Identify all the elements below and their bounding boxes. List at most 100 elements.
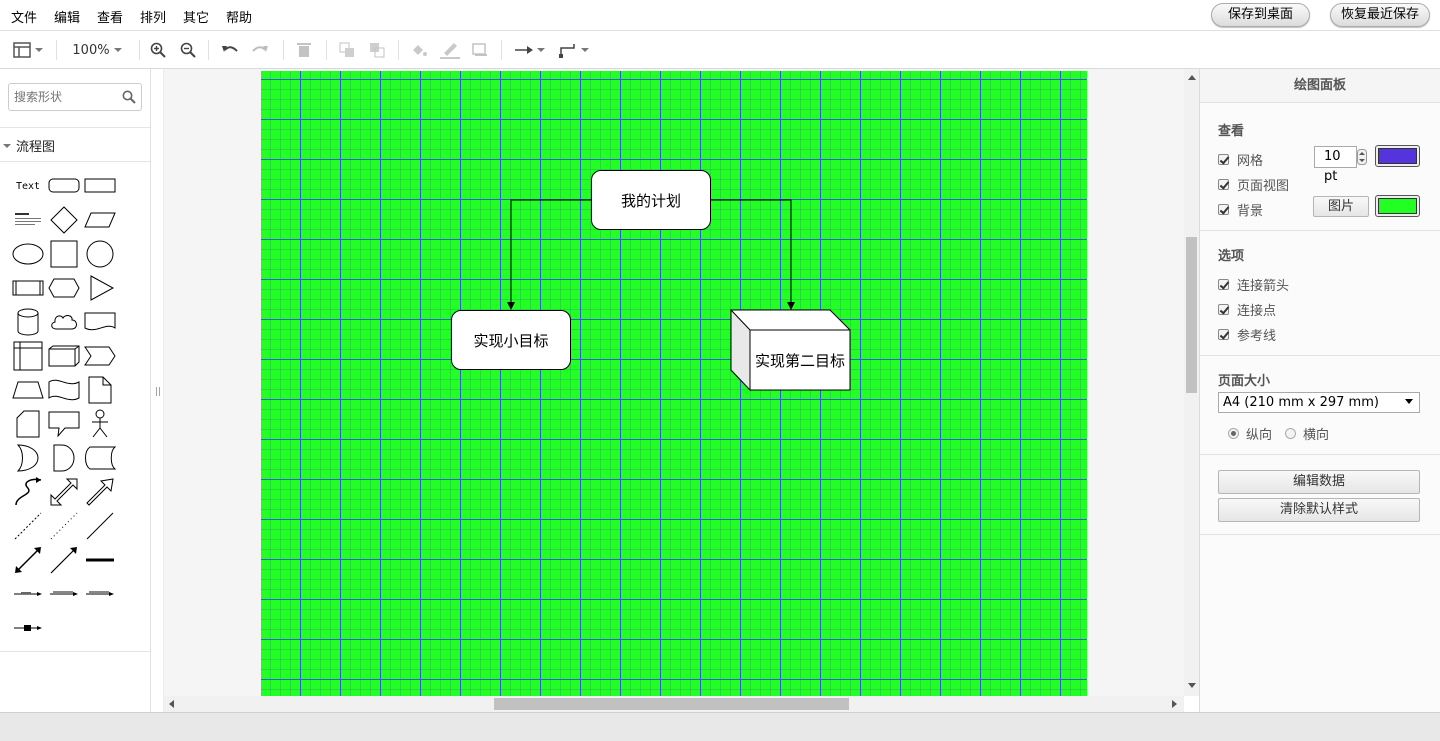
connection-style-button[interactable] xyxy=(512,40,548,60)
shape-text[interactable]: Text xyxy=(10,169,46,203)
shape-ellipse[interactable] xyxy=(10,237,46,271)
grid-size-spinner[interactable] xyxy=(1357,149,1367,165)
scroll-up-icon[interactable] xyxy=(1188,75,1196,80)
shape-labeled-connector[interactable] xyxy=(10,577,46,611)
shape-tape[interactable] xyxy=(46,373,82,407)
shadow-button[interactable] xyxy=(470,40,490,60)
search-icon[interactable] xyxy=(122,90,136,104)
to-back-button[interactable] xyxy=(367,40,387,60)
scroll-right-icon[interactable] xyxy=(1172,700,1177,708)
shape-bidirectional-arrow[interactable] xyxy=(46,475,82,509)
shape-dashed-line[interactable] xyxy=(10,509,46,543)
shape-parallelogram[interactable] xyxy=(82,203,118,237)
shape-process[interactable] xyxy=(10,271,46,305)
guides-checkbox[interactable] xyxy=(1218,329,1229,340)
vertical-scrollbar[interactable] xyxy=(1184,69,1199,696)
to-front-button[interactable] xyxy=(337,40,357,60)
grid-size-input[interactable]: 10 pt xyxy=(1314,146,1357,184)
connector-to-left[interactable] xyxy=(510,199,591,303)
restore-recent-button[interactable]: 恢复最近保存 xyxy=(1330,3,1430,27)
delete-button[interactable] xyxy=(294,40,314,60)
shape-internal-storage[interactable] xyxy=(10,339,46,373)
grid-color-swatch[interactable] xyxy=(1375,145,1420,167)
page-view-option[interactable]: 页面视图 xyxy=(1218,175,1289,194)
waypoints-button[interactable] xyxy=(556,40,592,60)
background-checkbox[interactable] xyxy=(1218,204,1229,215)
shape-note[interactable] xyxy=(82,373,118,407)
node-second-goal[interactable]: 实现第二目标 xyxy=(754,351,845,370)
shape-step[interactable] xyxy=(82,339,118,373)
connection-points-checkbox[interactable] xyxy=(1218,304,1229,315)
zoom-in-button[interactable] xyxy=(148,40,168,60)
menu-view[interactable]: 查看 xyxy=(97,11,124,26)
background-image-button[interactable]: 图片 xyxy=(1313,196,1369,217)
shape-cube[interactable] xyxy=(46,339,82,373)
shape-actor[interactable] xyxy=(82,407,118,441)
connection-points-option[interactable]: 连接点 xyxy=(1218,300,1276,319)
shape-curve[interactable] xyxy=(10,475,46,509)
shape-connector-with-symbol[interactable] xyxy=(10,611,46,645)
shape-triangle[interactable] xyxy=(82,271,118,305)
shape-data-storage[interactable] xyxy=(82,441,118,475)
page-size-select[interactable]: A4 (210 mm x 297 mm) xyxy=(1218,392,1420,413)
landscape-radio[interactable] xyxy=(1285,428,1296,439)
horizontal-scrollbar[interactable] xyxy=(164,696,1184,712)
diagram-canvas[interactable]: 我的计划 实现小目标 实现第二目标 xyxy=(164,69,1184,696)
shape-thick-line[interactable] xyxy=(82,543,118,577)
flowchart-section-header[interactable]: 流程图 xyxy=(3,136,55,155)
cube-node-shape[interactable] xyxy=(730,308,851,392)
scroll-down-icon[interactable] xyxy=(1188,683,1196,688)
guides-option[interactable]: 参考线 xyxy=(1218,325,1276,344)
vertical-scroll-thumb[interactable] xyxy=(1186,237,1197,393)
save-to-desktop-button[interactable]: 保存到桌面 xyxy=(1211,3,1310,27)
line-color-button[interactable] xyxy=(438,40,462,60)
shape-circle[interactable] xyxy=(82,237,118,271)
background-color-swatch[interactable] xyxy=(1375,195,1420,217)
zoom-select[interactable]: 100% xyxy=(68,40,126,60)
shape-dotted-line[interactable] xyxy=(46,509,82,543)
sidebar-splitter[interactable]: || xyxy=(151,69,164,712)
shape-directional-connector[interactable] xyxy=(46,543,82,577)
search-input[interactable] xyxy=(14,88,114,106)
shape-labeled-connector-3[interactable] xyxy=(82,577,118,611)
portrait-radio[interactable] xyxy=(1228,428,1239,439)
shape-bidirectional-connector[interactable] xyxy=(10,543,46,577)
portrait-option[interactable]: 纵向 xyxy=(1228,424,1272,443)
menu-file[interactable]: 文件 xyxy=(11,11,38,26)
shape-cylinder[interactable] xyxy=(10,305,46,339)
menu-extras[interactable]: 其它 xyxy=(183,11,210,26)
shape-arrow[interactable] xyxy=(82,475,118,509)
shape-or[interactable] xyxy=(10,441,46,475)
node-small-goal[interactable]: 实现小目标 xyxy=(451,310,571,370)
menu-help[interactable]: 帮助 xyxy=(226,11,253,26)
shape-rectangle[interactable] xyxy=(82,169,118,203)
landscape-option[interactable]: 横向 xyxy=(1285,424,1329,443)
connection-arrows-checkbox[interactable] xyxy=(1218,279,1229,290)
undo-button[interactable] xyxy=(220,40,240,60)
shape-delay[interactable] xyxy=(46,441,82,475)
menu-arrange[interactable]: 排列 xyxy=(140,11,167,26)
zoom-out-button[interactable] xyxy=(178,40,198,60)
view-panels-button[interactable] xyxy=(10,40,46,60)
shape-document[interactable] xyxy=(82,305,118,339)
node-my-plan[interactable]: 我的计划 xyxy=(591,170,711,230)
shape-textbox[interactable] xyxy=(10,203,46,237)
fill-color-button[interactable] xyxy=(409,40,429,60)
shape-card[interactable] xyxy=(10,407,46,441)
shape-hexagon[interactable] xyxy=(46,271,82,305)
edit-data-button[interactable]: 编辑数据 xyxy=(1218,470,1420,494)
shape-trapezoid[interactable] xyxy=(10,373,46,407)
shape-cloud[interactable] xyxy=(46,305,82,339)
diagram-page[interactable]: 我的计划 实现小目标 实现第二目标 xyxy=(261,71,1087,696)
connection-arrows-option[interactable]: 连接箭头 xyxy=(1218,275,1289,294)
page-view-checkbox[interactable] xyxy=(1218,179,1229,190)
shape-labeled-connector-2[interactable] xyxy=(46,577,82,611)
grid-option[interactable]: 网格 xyxy=(1218,150,1263,169)
connector-to-right[interactable] xyxy=(711,199,792,303)
shape-line[interactable] xyxy=(82,509,118,543)
grid-checkbox[interactable] xyxy=(1218,154,1229,165)
shape-callout[interactable] xyxy=(46,407,82,441)
shape-diamond[interactable] xyxy=(46,203,82,237)
menu-edit[interactable]: 编辑 xyxy=(54,11,81,26)
shape-rounded-rectangle[interactable] xyxy=(46,169,82,203)
